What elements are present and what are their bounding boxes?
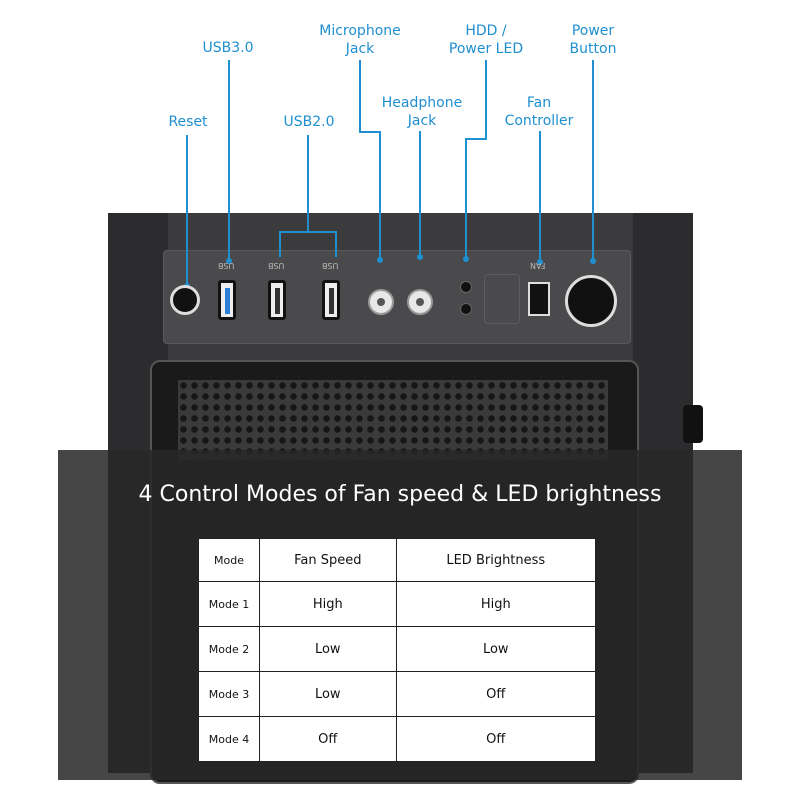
led-brightness-cell: Low: [395, 626, 597, 672]
usb3-port[interactable]: [218, 280, 236, 320]
hdd-leader-down: [465, 138, 467, 258]
blank-cover: [484, 274, 520, 324]
usb2-port-label-a: USB: [268, 261, 285, 270]
mic-leader-horizontal: [359, 131, 380, 133]
header-led-brightness: LED Brightness: [395, 538, 597, 582]
fan-speed-cell: Off: [259, 716, 397, 762]
fan-controller-switch[interactable]: [528, 282, 550, 316]
io-panel: [163, 250, 631, 344]
usb2-leader: [307, 135, 309, 231]
mic-leader-vertical: [359, 60, 361, 132]
reset-callout: Reset: [168, 114, 208, 130]
headphone-callout: Headphone Jack: [381, 95, 463, 129]
usb3-dot: [226, 258, 232, 264]
led-brightness-cell: Off: [395, 671, 597, 717]
header-fan-speed: Fan Speed: [259, 538, 397, 582]
header-mode: Mode: [198, 538, 260, 582]
fan-speed-cell: Low: [259, 671, 397, 717]
fan-leader: [539, 131, 541, 261]
power-callout: Power Button: [569, 23, 617, 57]
usb2-callout: USB2.0: [283, 114, 335, 130]
fan-dot: [537, 259, 543, 265]
fan-speed-cell: High: [259, 581, 397, 627]
fan-speed-cell: Low: [259, 626, 397, 672]
hdd-led: [460, 281, 472, 293]
power-led: [460, 303, 472, 315]
usb2-port-label-b: USB: [322, 261, 339, 270]
usb2-port-1[interactable]: [268, 280, 286, 320]
headphone-jack[interactable]: [407, 289, 433, 315]
power-button[interactable]: [565, 275, 617, 327]
modes-heading: 4 Control Modes of Fan speed & LED brigh…: [138, 482, 662, 507]
mode-cell: Mode 2: [198, 626, 260, 672]
microphone-jack[interactable]: [368, 289, 394, 315]
power-leader: [592, 60, 594, 260]
usb2-bracket: [279, 231, 337, 233]
table-row: Mode 4 Off Off: [198, 716, 597, 762]
usb3-port-label: USB: [218, 261, 235, 270]
led-brightness-cell: High: [395, 581, 597, 627]
headphone-dot: [417, 254, 423, 260]
usb2-port-2[interactable]: [322, 280, 340, 320]
table-row: Mode 1 High High: [198, 581, 597, 627]
table-header-row: Mode Fan Speed LED Brightness: [198, 538, 597, 582]
hdd-dot: [463, 256, 469, 262]
usb2-bracket-left: [279, 231, 281, 257]
headphone-leader: [419, 131, 421, 256]
reset-leader: [186, 135, 188, 285]
power-dot: [590, 258, 596, 264]
hdd-led-callout: HDD / Power LED: [448, 23, 524, 57]
mic-leader-down: [379, 131, 381, 259]
fan-controller-callout: Fan Controller: [504, 95, 574, 129]
modes-table: Mode Fan Speed LED Brightness Mode 1 Hig…: [198, 538, 597, 762]
side-knob: [683, 405, 703, 443]
led-brightness-cell: Off: [395, 716, 597, 762]
mic-dot: [377, 257, 383, 263]
usb2-bracket-right: [335, 231, 337, 257]
table-row: Mode 2 Low Low: [198, 626, 597, 672]
usb3-leader: [228, 60, 230, 260]
mode-cell: Mode 1: [198, 581, 260, 627]
reset-button[interactable]: [170, 285, 200, 315]
table-row: Mode 3 Low Off: [198, 671, 597, 717]
mode-cell: Mode 3: [198, 671, 260, 717]
hdd-leader-horizontal: [465, 138, 487, 140]
mode-cell: Mode 4: [198, 716, 260, 762]
usb3-callout: USB3.0: [202, 40, 254, 56]
hdd-leader-vertical: [485, 60, 487, 140]
fan-port-label: FAN: [530, 261, 546, 270]
front-mesh: [178, 380, 608, 460]
microphone-callout: Microphone Jack: [319, 23, 401, 57]
